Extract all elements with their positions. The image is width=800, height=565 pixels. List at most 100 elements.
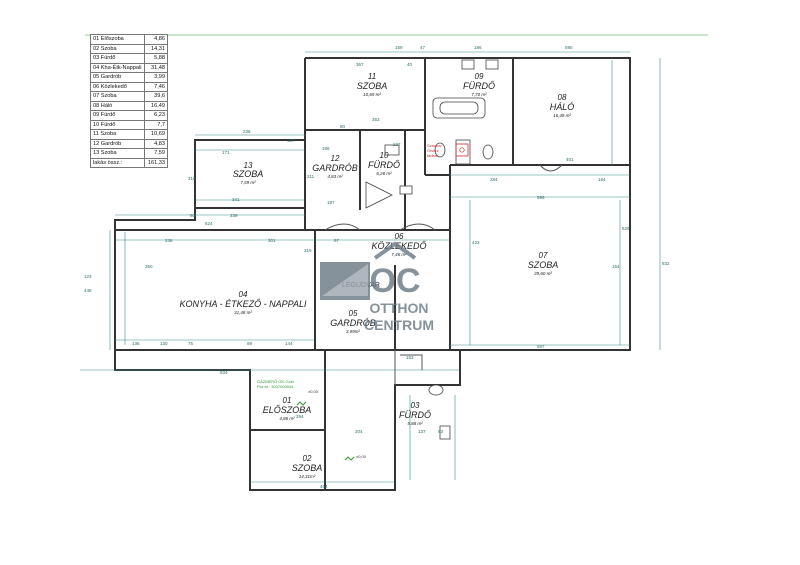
room-area: 31,48 m² [234, 310, 252, 315]
sauna-note: Otven/ [427, 148, 440, 153]
room-number: 09 [475, 72, 484, 81]
dim-label: 137 [418, 429, 426, 434]
dim-label: 164 [612, 264, 620, 269]
room-area: 7,59 m² [240, 180, 256, 185]
dim-label: 40 [407, 62, 413, 67]
room-name: SZOBA [357, 81, 388, 91]
dim-label: 186 [322, 146, 330, 151]
room-area: 4,86 m² [279, 416, 295, 421]
sauna-note: tadam [427, 153, 439, 158]
stair-triangle-icon [365, 181, 393, 209]
dim-label: 624 [205, 221, 213, 226]
dim-label: 319 [304, 248, 312, 253]
room-name: FÜRDŐ [368, 160, 400, 170]
roof-icon [373, 241, 417, 260]
dim-label: 130 [160, 341, 168, 346]
room-name: GARDRÓB [312, 163, 358, 173]
room-number: 12 [331, 154, 340, 163]
room-area: 3,99m² [346, 329, 361, 334]
dim-label: 97 [334, 238, 340, 243]
door-swing-icon [400, 354, 423, 370]
room-number: 04 [239, 290, 248, 299]
dim-label: 144 [285, 341, 293, 346]
toilet-icon [482, 144, 494, 160]
sauna-marker-icon [455, 143, 469, 157]
dim-label: 301 [268, 238, 276, 243]
level-marker-icon [344, 456, 355, 461]
room-name: GARDRÓB [330, 318, 376, 328]
room-area: 7,46 m² [391, 252, 407, 257]
washbasin-icon [461, 59, 475, 70]
room-area: 39,60 m² [534, 271, 552, 276]
toilet-icon [399, 185, 413, 195]
dim-label: 448 [84, 288, 92, 293]
dim-label: 80 [340, 124, 346, 129]
dim-label: 153 [406, 355, 414, 360]
room-number: 08 [558, 93, 567, 102]
door-swing-icon [399, 223, 436, 231]
dim-label: 590 [565, 45, 573, 50]
dim-label: 159 [395, 45, 403, 50]
room-area: 16,49 m² [553, 113, 571, 118]
dim-label: 596 [537, 195, 545, 200]
room-area: 4,83 m² [327, 174, 343, 179]
toilet-icon [428, 384, 444, 396]
room-name: ELŐSZOBA [263, 405, 312, 415]
washbasin-icon [485, 59, 499, 70]
level-label: ±0,00 [308, 389, 319, 394]
door-swing-icon [324, 223, 361, 231]
dim-label: 184 [598, 177, 606, 182]
washbasin-icon [384, 144, 400, 156]
dimension-lines [80, 51, 661, 483]
gas-meter-label: GÁZMÉRŐ GK-G4el [257, 379, 294, 384]
room-number: 13 [244, 161, 253, 170]
room-number: 10 [380, 151, 389, 160]
dim-label: 186 [474, 45, 482, 50]
room-name: SZOBA [233, 169, 264, 179]
legend-total-row: lakás össz.:161,33 [89, 157, 168, 168]
room-area: 7,70 m² [471, 92, 487, 97]
room-name: SZOBA [292, 463, 323, 473]
room-number: 11 [368, 72, 376, 81]
room-name: KONYHA - ÉTKEZŐ - NAPPALI [179, 299, 307, 309]
room-number: 06 [395, 232, 404, 241]
logo-mark: OC [370, 262, 421, 300]
room-number: 02 [303, 454, 312, 463]
dim-label: 464 [320, 484, 328, 489]
otthon-centrum-logo: OC OTTHON CENTRUM [320, 241, 434, 333]
inner-walls [115, 58, 630, 490]
washbasin-icon [439, 425, 451, 440]
dimension-labels: 186 590 367 47 159 40 236 137 171 341 80… [84, 45, 670, 489]
sauna-note: Szauna/ [427, 143, 443, 148]
gas-meter-label: Fsz ár.: 3037000044 [257, 384, 294, 389]
dim-label: 629 [622, 226, 630, 231]
level-label: ±0,00 [356, 454, 367, 459]
dim-label: 832 [662, 261, 670, 266]
dim-label: 423 [472, 240, 480, 245]
dim-label: 47 [420, 45, 426, 50]
gas-meter-icon [296, 401, 307, 406]
dim-label: 834 [220, 370, 228, 375]
dim-label: 401 [566, 157, 574, 162]
room-number: 01 [283, 396, 292, 405]
dim-label: 341 [232, 197, 240, 202]
room-name: SZOBA [528, 260, 559, 270]
room-area: 5,88 m² [407, 421, 423, 426]
dim-label: 236 [243, 129, 251, 134]
dim-label: 318 [188, 176, 196, 181]
toilet-icon [434, 142, 446, 158]
room-number: 05 [349, 309, 358, 318]
dim-label: 236 [165, 238, 173, 243]
dim-label: 136 [132, 341, 140, 346]
